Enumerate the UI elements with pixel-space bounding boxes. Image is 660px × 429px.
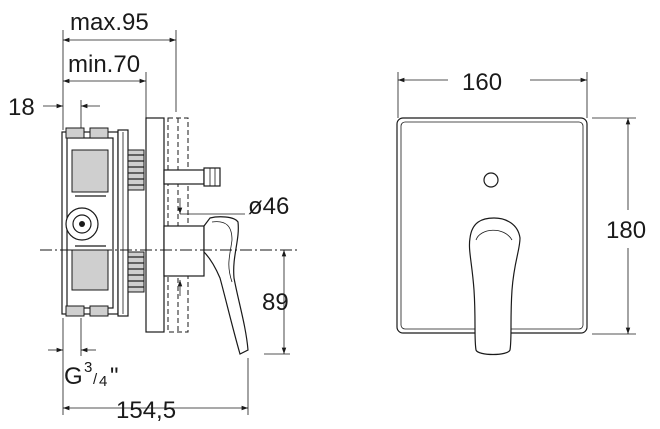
valve-body: [61, 127, 145, 317]
dimension-total-length: 154,5: [63, 358, 249, 424]
diverter-stem: [163, 167, 221, 187]
side-view: max.95 min.70 18: [8, 9, 300, 424]
dimension-depth: 18: [8, 94, 100, 130]
upper-coil: [127, 149, 145, 191]
dimension-thread: G 3 / 4 ": [48, 318, 119, 415]
dimension-height: 180: [592, 117, 646, 335]
dim-thread-quote: ": [110, 363, 119, 390]
lower-coil: [127, 251, 145, 293]
cover-plate-outline: [167, 117, 189, 333]
dim-height-label: 180: [606, 217, 646, 244]
dimension-height-center: 89: [262, 249, 290, 355]
dim-thread-main: G: [64, 363, 83, 390]
dimension-width: 160: [397, 69, 588, 118]
dim-diameter-label: ø46: [248, 193, 289, 220]
dim-max-label: max.95: [70, 9, 149, 36]
dim-height-center-label: 89: [262, 289, 289, 316]
lever-handle-side: [163, 216, 249, 355]
mounting-plate: [145, 117, 165, 333]
lever-handle-front: [468, 217, 521, 356]
dimension-max: max.95: [62, 9, 177, 130]
front-view: 160 180: [396, 69, 646, 356]
dimension-diameter: ø46: [177, 193, 289, 296]
dim-depth-label: 18: [8, 94, 35, 121]
dim-total-length-label: 154,5: [116, 397, 176, 424]
dim-thread-slash: /: [93, 371, 98, 388]
dim-thread-num: 3: [84, 359, 92, 376]
dimension-min: min.70: [63, 51, 147, 118]
dim-thread-den: 4: [99, 373, 107, 390]
dim-min-label: min.70: [68, 51, 140, 78]
dim-width-label: 160: [462, 69, 502, 96]
